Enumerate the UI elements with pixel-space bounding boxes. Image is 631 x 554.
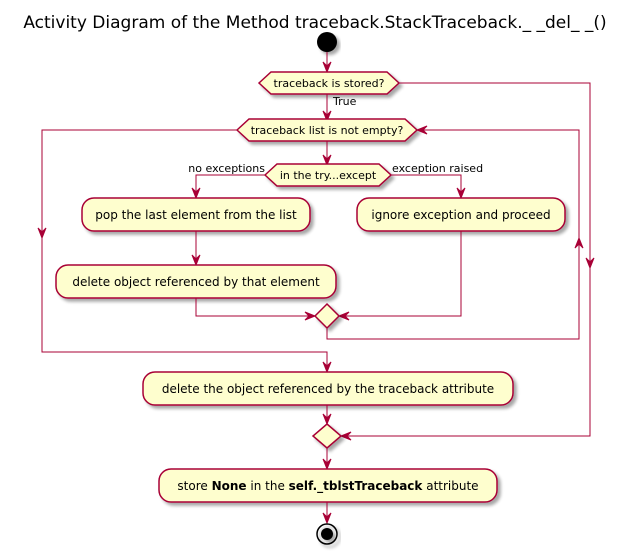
edge-stored-false-bypass [339,82,595,441]
edge-start-to-stored [322,52,332,74]
store-none-middle: in the [247,479,289,493]
branch-label-no-exceptions: no exceptions [188,162,265,175]
activity-pop-last-label: pop the last element from the list [95,208,297,222]
activity-delete-traceback-attr-label: delete the object referenced by the trac… [162,382,494,396]
edge-try-to-ignore [391,174,466,200]
decision-traceback-stored-label: traceback is stored? [274,77,385,90]
store-none-prefix: store [177,479,211,493]
edge-try-to-pop [191,174,265,200]
activity-ignore-exception-label: ignore exception and proceed [371,208,550,222]
end-node [316,523,338,545]
edge-store-to-end [322,502,332,525]
decision-try-except-label: in the try...except [280,169,377,182]
edge-delete-to-merge [195,298,317,321]
edge-delete-attr-to-merge [322,405,332,426]
edge-loop-back [326,125,584,340]
edge-ignore-to-merge [337,231,462,321]
activity-delete-traceback-attr: delete the object referenced by the trac… [142,371,514,406]
activity-store-none: store None in the self._tblstTraceback a… [158,468,498,503]
edge-loop-exit [37,129,332,374]
merge-node-final [311,423,343,449]
branch-label-exception-raised: exception raised [392,162,483,175]
store-none-attr: self._tblstTraceback [289,479,424,494]
edge-pop-to-delete [191,231,201,267]
edge-loop-to-try [322,141,332,167]
decision-traceback-stored: traceback is stored? [257,71,401,95]
decision-list-not-empty-label: traceback list is not empty? [251,124,404,137]
diagram-title: Activity Diagram of the Method traceback… [23,13,606,33]
edge-merge-to-store [322,448,332,471]
activity-delete-referenced-label: delete object referenced by that element [72,275,320,289]
decision-list-not-empty: traceback list is not empty? [235,118,419,142]
activity-ignore-exception: ignore exception and proceed [356,197,566,232]
merge-node-try [313,302,341,330]
activity-delete-referenced: delete object referenced by that element [55,264,337,299]
branch-label-true: True [332,95,357,108]
store-none-keyword: None [212,479,247,493]
decision-try-except: in the try...except [263,163,393,187]
store-none-suffix: attribute [422,479,478,493]
activity-store-none-label: store None in the self._tblstTraceback a… [177,479,478,494]
activity-pop-last: pop the last element from the list [81,197,311,232]
start-node [317,32,337,52]
edge-stored-to-loop [322,94,332,123]
